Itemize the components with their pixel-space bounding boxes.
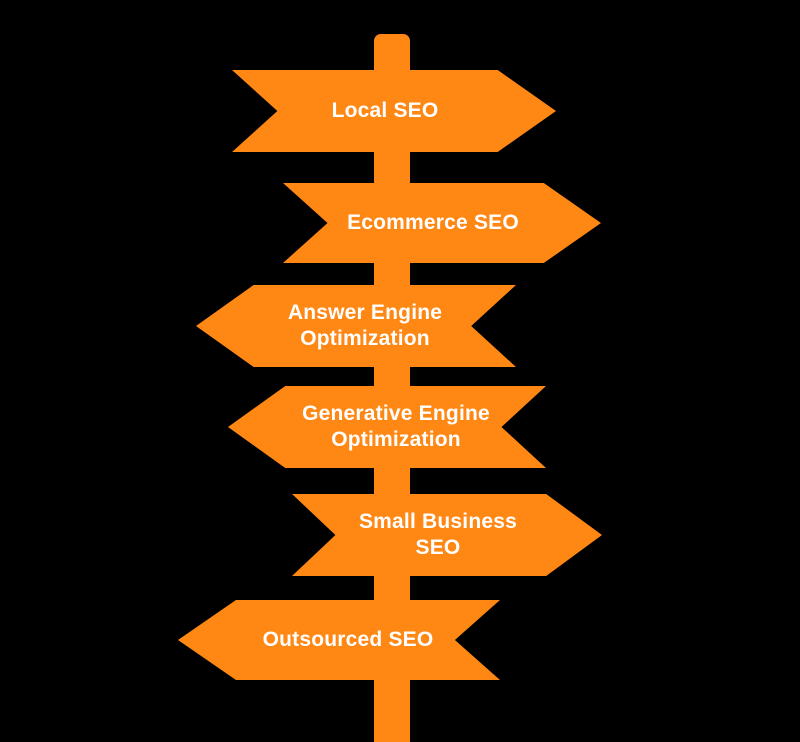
sign-ecommerce-seo: Ecommerce SEO (283, 183, 601, 263)
sign-small-business-seo: Small Business SEO (292, 494, 602, 576)
sign-label-line: Ecommerce SEO (347, 211, 519, 234)
sign-label: Answer Engine Optimization (254, 300, 476, 352)
sign-label: Outsourced SEO (236, 627, 460, 653)
sign-label-line: Answer Engine (287, 301, 443, 324)
sign-label-line: Generative Engine (302, 402, 490, 425)
sign-label-line: Small Business (358, 510, 518, 533)
sign-generative-engine-optimization: Generative Engine Optimization (228, 386, 546, 468)
sign-label-line: Optimization (331, 428, 461, 451)
sign-label-line: Optimization (300, 327, 430, 350)
sign-label-line: Outsourced SEO (262, 628, 434, 651)
sign-label-line: Local SEO (331, 99, 439, 122)
sign-label: Generative Engine Optimization (286, 401, 506, 453)
sign-local-seo: Local SEO (232, 70, 556, 152)
sign-label: Local SEO (272, 98, 498, 124)
sign-answer-engine-optimization: Answer Engine Optimization (196, 285, 516, 367)
sign-label: Small Business SEO (332, 509, 544, 561)
sign-outsourced-seo: Outsourced SEO (178, 600, 500, 680)
sign-label-line: SEO (415, 536, 461, 559)
sign-label: Ecommerce SEO (323, 210, 543, 236)
